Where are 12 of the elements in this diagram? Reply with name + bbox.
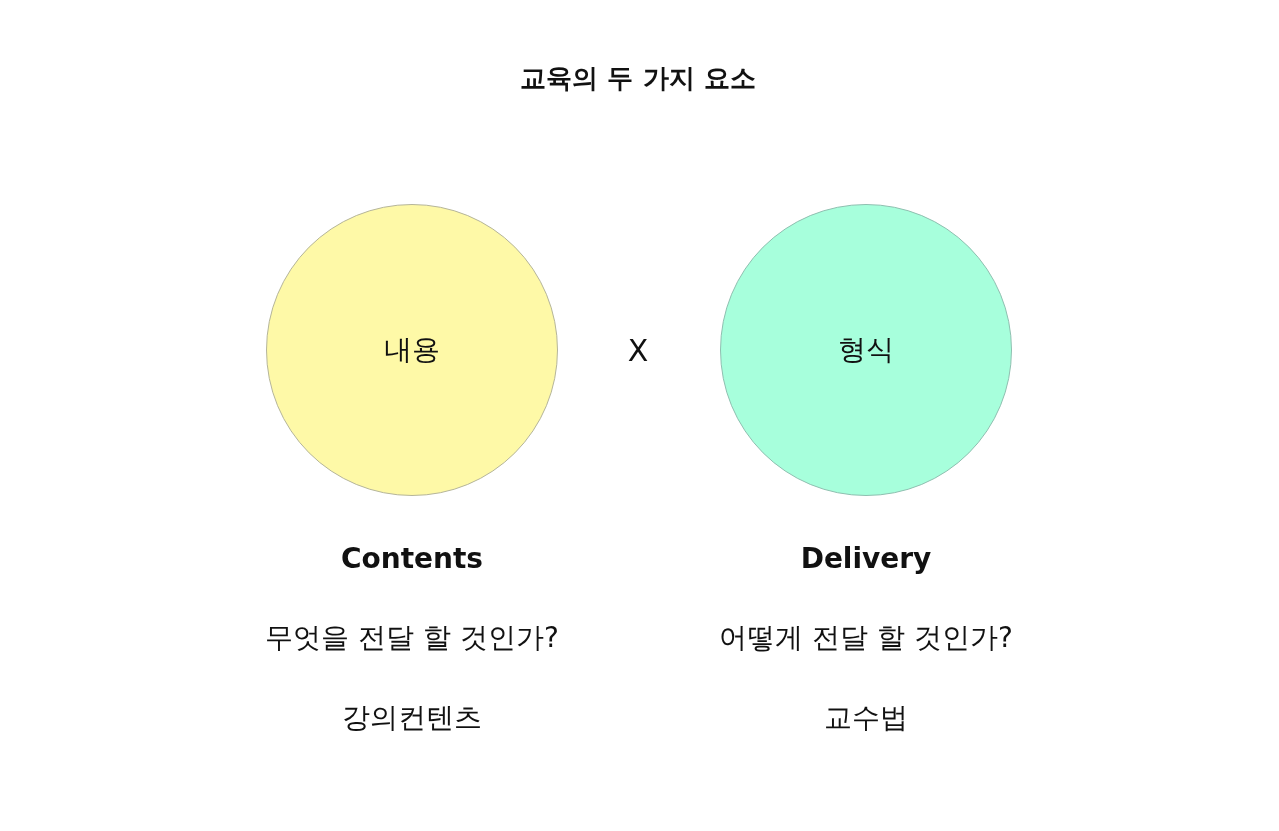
circle (720, 204, 1012, 496)
circle (266, 204, 558, 496)
title: 교육의 두 가지 요소 (520, 61, 756, 95)
heading: Contents (340, 541, 484, 575)
question-text: 무엇을 전달 할 것인가? (265, 620, 559, 656)
circle-label: 형식 (838, 332, 894, 368)
example-text: 교수법 (824, 700, 908, 736)
question-text: 어떻게 전달 할 것인가? (719, 620, 1013, 656)
example-text: 강의컨텐츠 (342, 700, 482, 736)
heading: Delivery (800, 541, 932, 575)
multiply-sign: X (627, 332, 649, 368)
circle-label: 내용 (384, 332, 440, 368)
